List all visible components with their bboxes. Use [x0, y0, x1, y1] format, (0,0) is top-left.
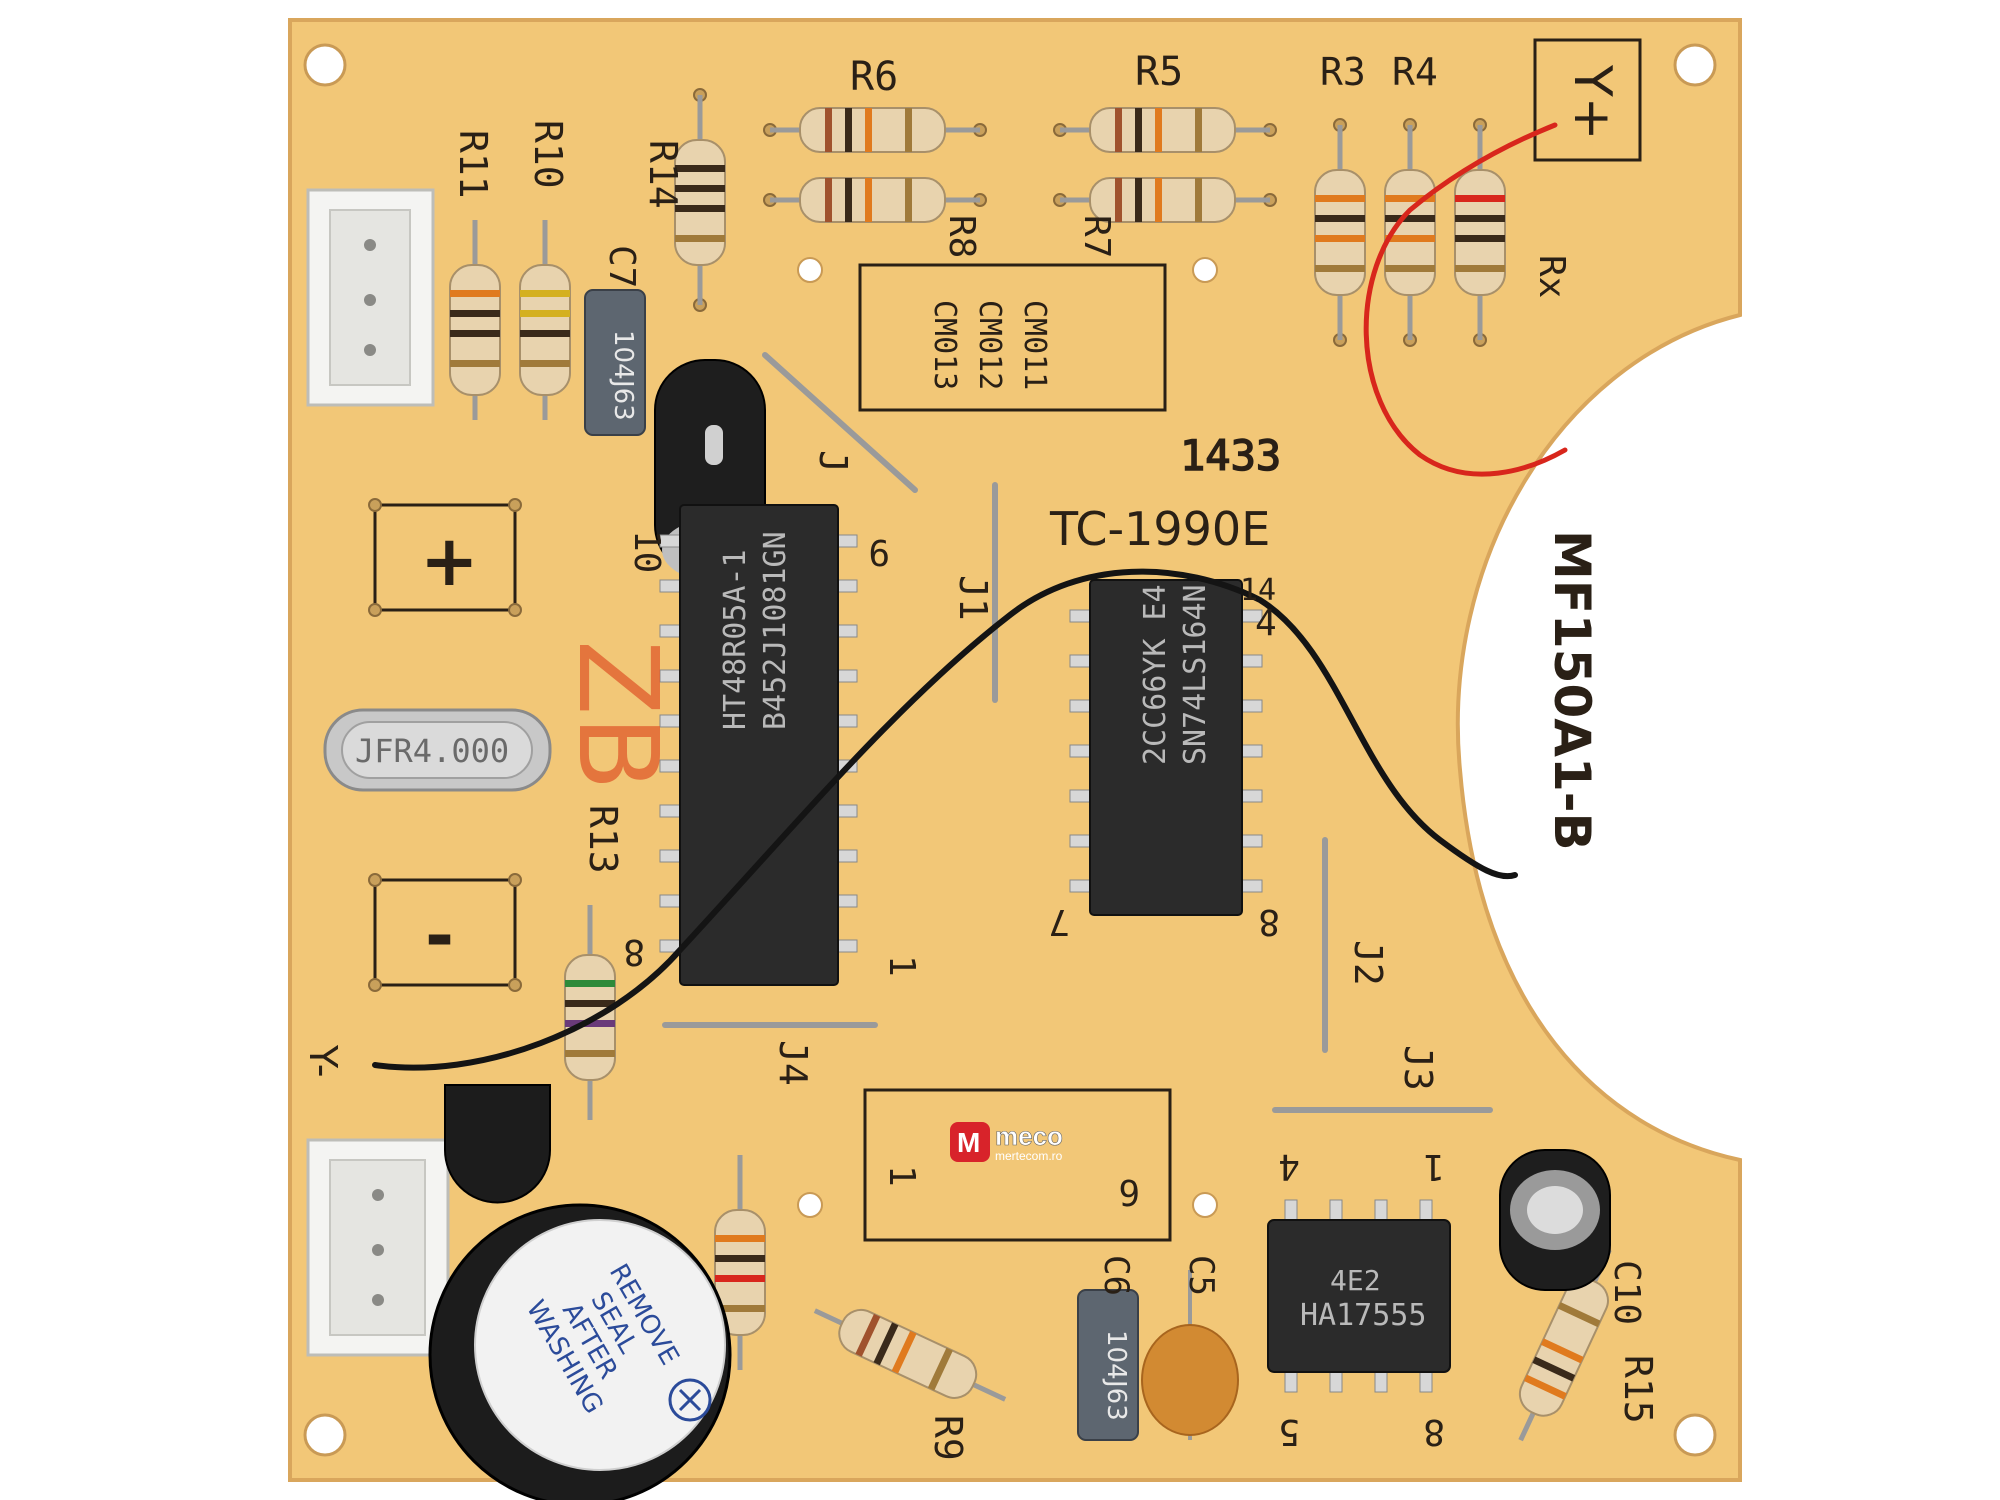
ic-timer-marking-1: HA17555: [1300, 1298, 1426, 1333]
watermark-logo: M meco mertecom.ro: [950, 1121, 1063, 1163]
ic-timer: [1267, 1199, 1451, 1393]
label-plus-button: +: [420, 520, 479, 602]
resistor-r6: [770, 107, 980, 153]
pcb-board: [288, 18, 1742, 1482]
resistor-r3: [1314, 125, 1366, 340]
label-handwritten: ZB: [554, 640, 682, 791]
label-r10: R10: [526, 120, 570, 189]
logo-brand: meco: [995, 1121, 1063, 1151]
label-r14: R14: [641, 140, 685, 209]
logo-site: mertecom.ro: [995, 1149, 1063, 1163]
label-r11: R11: [451, 130, 495, 199]
label-j3: J3: [1396, 1045, 1440, 1091]
pin-label-1-box: 1: [881, 1165, 922, 1187]
logo-badge: [950, 1122, 990, 1162]
pin-label-8-timer: 8: [1423, 1411, 1445, 1452]
label-j2: J2: [1346, 940, 1390, 986]
label-rx: Rx: [1531, 255, 1572, 298]
label-c5: C5: [1181, 1255, 1221, 1296]
film-cap-2: [1077, 1289, 1139, 1441]
ic-main-marking-2: B452J1081GN: [758, 531, 793, 730]
resistor-r5: [1060, 107, 1270, 153]
label-cm012: CM012: [972, 300, 1007, 390]
solder-pads: [368, 88, 1487, 992]
crystal-oscillator: [323, 708, 552, 792]
label-y-plus: Y+: [1562, 64, 1622, 140]
label-r4: R4: [1392, 50, 1438, 94]
pin-label-6-box: 6: [1118, 1171, 1140, 1212]
resistor-r15: [1518, 1248, 1612, 1442]
film-cap-1-code: J63: [608, 378, 638, 421]
connector-bottom: [306, 1138, 450, 1357]
label-j1: J1: [951, 575, 995, 621]
pin-label-14: 14: [1240, 573, 1276, 608]
label-board-code: TC-1990E: [1049, 502, 1270, 556]
pin-label-1-timer: 1: [1423, 1146, 1445, 1187]
pin-label-5-timer: 5: [1278, 1411, 1300, 1452]
jumper-wires: [662, 352, 1493, 1113]
label-r6: R6: [850, 54, 898, 100]
label-board-model: MF150A1-B: [1543, 530, 1601, 851]
label-cm011: CM011: [1017, 300, 1052, 390]
ic-timer-marking-2: 4E2: [1330, 1264, 1381, 1297]
pin-label-9: 9: [868, 531, 890, 572]
logo-m-icon: M: [957, 1127, 980, 1158]
label-c10: C10: [1606, 1260, 1647, 1325]
silk-labels: R11 R10 R14 R6 R8 R5 R7 R3 R4 R13 R9 R15…: [301, 49, 1660, 1461]
film-cap-1-value: 104: [608, 330, 638, 380]
ic-shift-register: [1069, 579, 1263, 916]
via-holes: [797, 257, 1218, 1218]
label-r8: R8: [941, 215, 982, 258]
label-j4: J4: [771, 1040, 815, 1086]
label-c6: C6: [1096, 1255, 1136, 1296]
transistor: [444, 1084, 551, 1204]
pin-label-4-timer: 4: [1278, 1146, 1300, 1187]
electrolytic-cap-small: [1499, 1149, 1611, 1291]
film-cap-2-value: 104: [1101, 1330, 1131, 1380]
label-y-minus: Y-: [301, 1044, 345, 1077]
pin-label-10: 10: [626, 530, 667, 573]
ceramic-cap-c5: [1141, 1270, 1239, 1440]
label-r15: R15: [1616, 1355, 1660, 1424]
label-cm013: CM013: [927, 300, 962, 390]
pin-label-1-main: 1: [881, 955, 922, 977]
black-wire: [372, 568, 1518, 1071]
pin-label-8-main: 8: [623, 931, 645, 972]
label-r13: R13: [581, 805, 625, 874]
label-batch-code: 1433: [1180, 431, 1281, 480]
resistor-r11: [449, 220, 501, 420]
pin-label-4-top: 4: [1255, 603, 1277, 644]
film-cap-1: [584, 289, 646, 436]
mounting-holes: [303, 43, 1717, 1457]
label-j: J: [811, 450, 855, 473]
label-r3: R3: [1320, 50, 1366, 94]
resistor-r9: [813, 1308, 1007, 1402]
label-r9: R9: [926, 1415, 970, 1461]
pin-label-7: 7: [1048, 901, 1070, 942]
resistor-r14: [674, 95, 726, 305]
label-r7: R7: [1076, 215, 1117, 258]
resistor-r7: [1060, 177, 1270, 223]
resistor-r12: [714, 1155, 766, 1370]
pin-label-8-shift: 8: [1258, 901, 1280, 942]
crystal-marking: JFR4.000: [355, 732, 509, 770]
label-c7: C7: [601, 245, 642, 288]
silk-boxes: [373, 38, 1642, 1242]
resistor-r10: [519, 220, 571, 420]
ic-shift-marking-2: SN74LS164N: [1178, 584, 1213, 765]
ic-main-marking-1: HT48R05A-1: [718, 549, 753, 730]
film-cap-2-code: J63: [1101, 1378, 1131, 1421]
ic-shift-marking-1: 2CC66YK E4: [1138, 584, 1173, 765]
resistor-r8: [770, 177, 980, 223]
label-r5: R5: [1135, 49, 1183, 95]
label-minus-button: -: [425, 895, 454, 977]
ic-main: [659, 504, 858, 986]
connector-top: [306, 188, 435, 407]
red-wire: [1363, 122, 1568, 477]
buzzer: [428, 1203, 732, 1500]
